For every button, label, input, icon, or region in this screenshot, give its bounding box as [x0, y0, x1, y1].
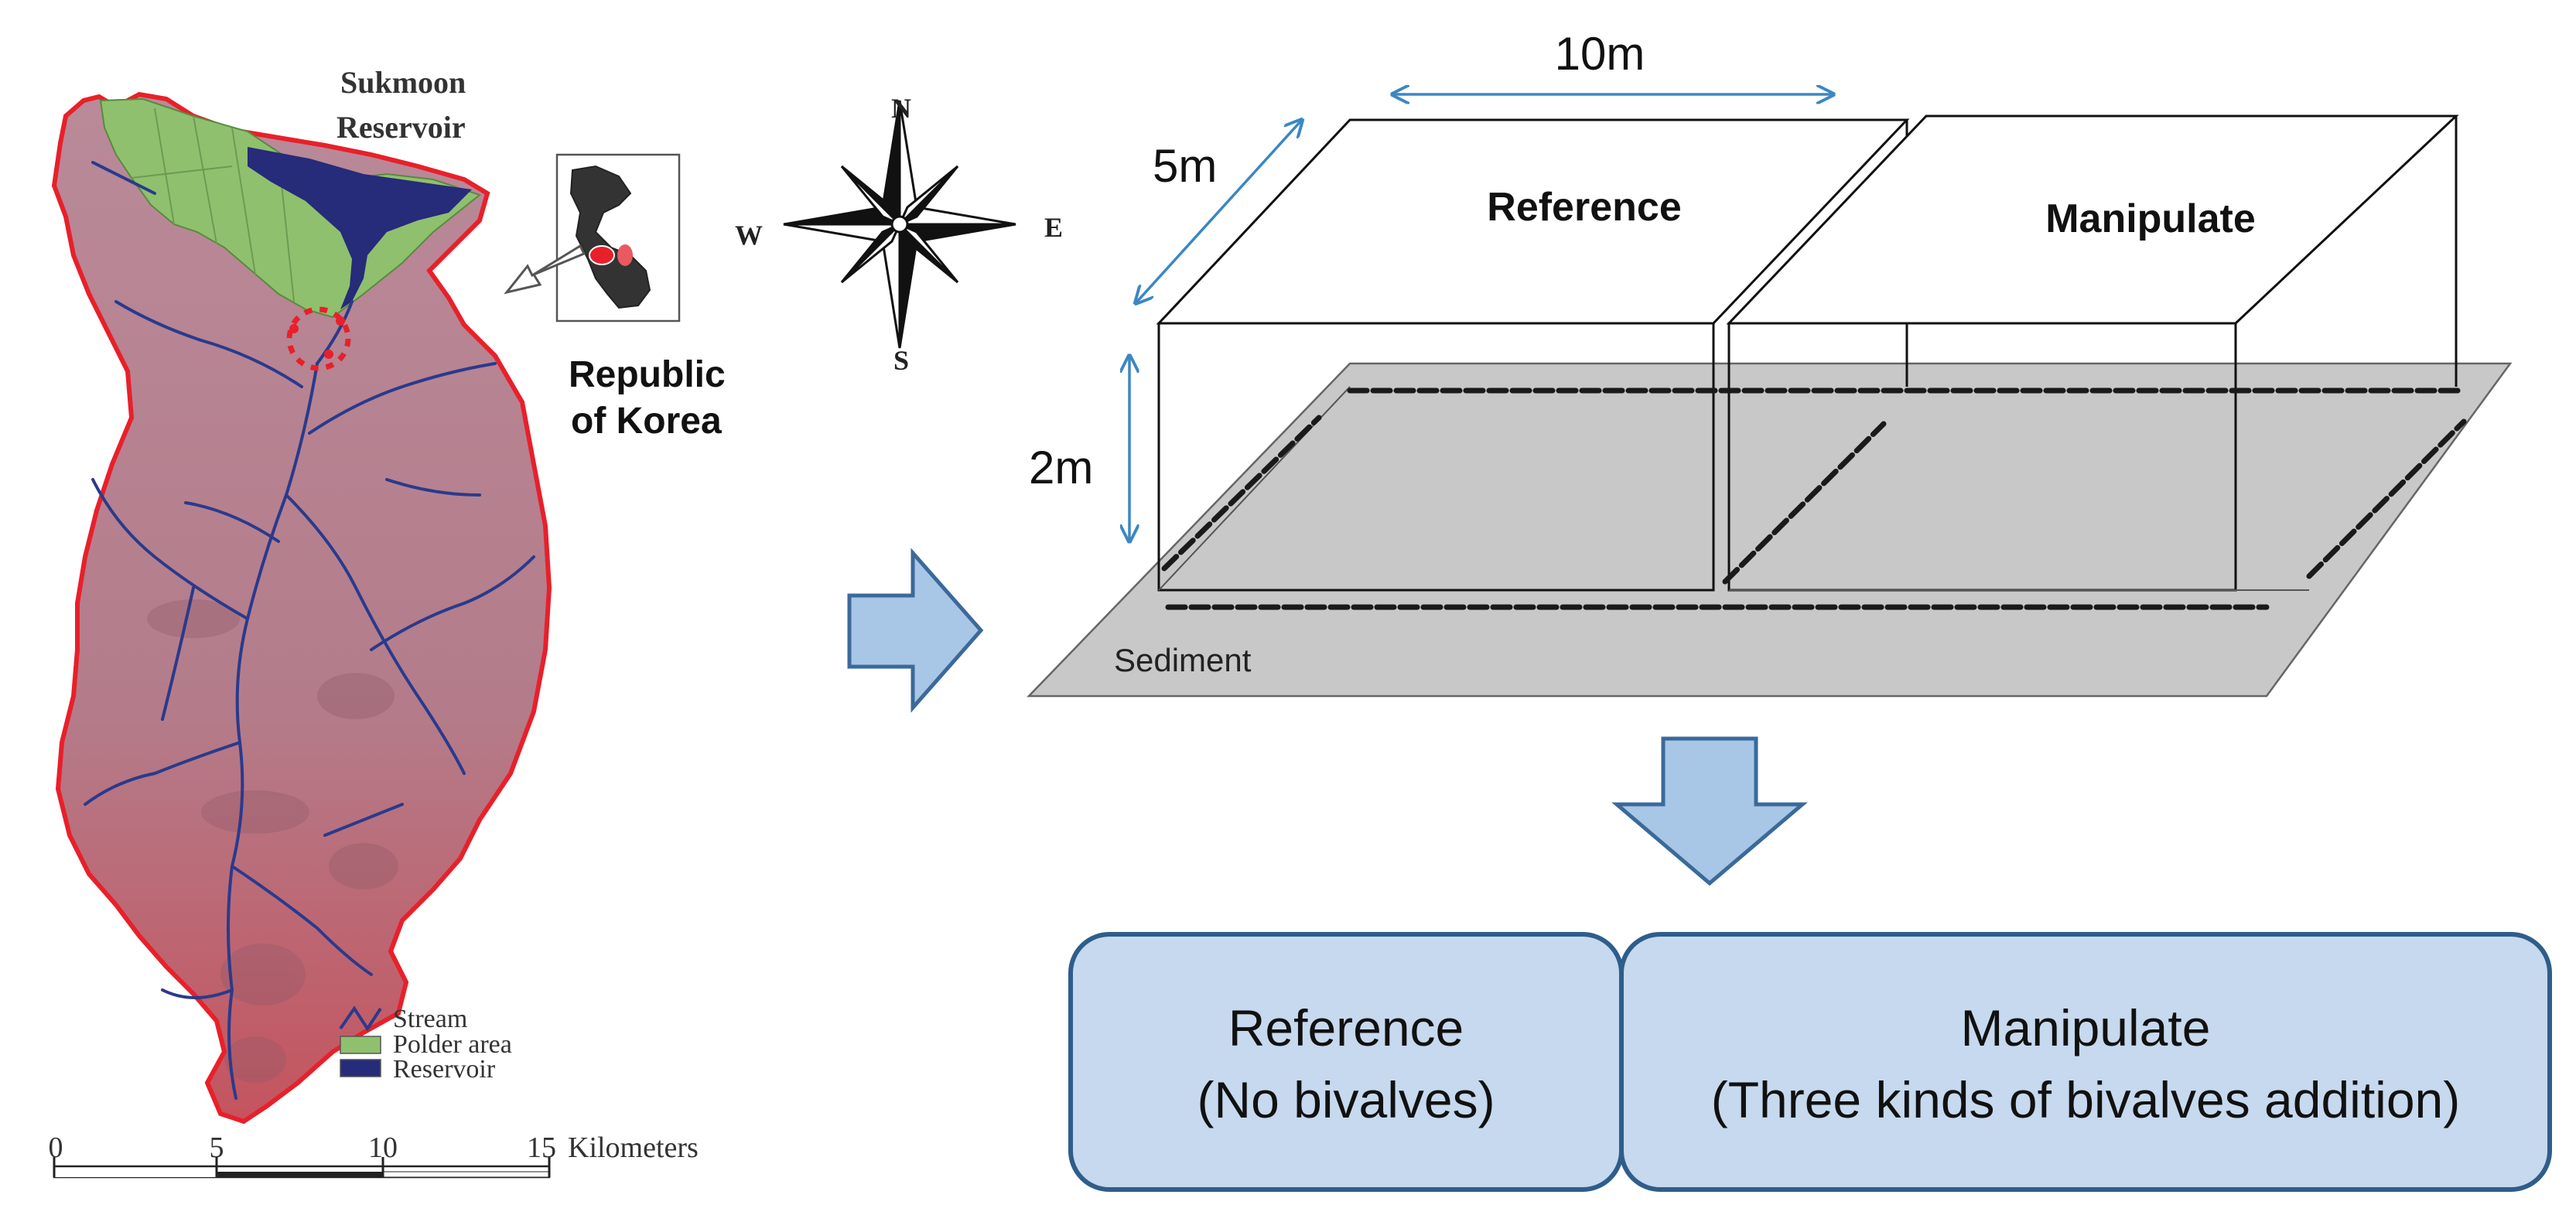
compass-north: N [891, 93, 911, 124]
compass-rose [783, 100, 1016, 349]
treatment-reference-title: Reference [1228, 999, 1464, 1056]
anchor-chains [1161, 387, 2467, 610]
legend-reservoir: Reservoir [340, 1055, 496, 1084]
reservoir-area [248, 147, 472, 309]
country-label-line1: Republic [569, 354, 726, 395]
width-dimension-arrow [1136, 120, 1302, 303]
treatment-manipulate-box [1619, 932, 2552, 1192]
legend-polder-label: Polder area [393, 1030, 512, 1059]
dimension-arrows [1129, 94, 1833, 541]
country-label-line2: of Korea [571, 401, 722, 442]
compass-west: W [735, 220, 763, 251]
scale-tick-15: 15 [527, 1132, 556, 1164]
korea-inset-site [589, 245, 615, 265]
map-legend: Stream Polder area Reservoir [339, 1005, 512, 1084]
korea-inset-map [569, 165, 651, 309]
korea-inset-site-2 [617, 244, 633, 266]
enclosure-diagram: Sediment Reference Manipulate [1027, 28, 2513, 698]
study-site-dots [289, 316, 345, 359]
width-dimension-label: 5m [1153, 140, 1217, 192]
scale-bar: 0 5 10 15 Kilometers [49, 1132, 699, 1179]
treatment-reference-detail: (No bivalves) [1197, 1071, 1495, 1128]
reservoir-label-line2: Reservoir [337, 110, 466, 145]
stream-legend-icon [339, 1005, 382, 1032]
treatment-reference-box [1068, 932, 1624, 1192]
study-site-marker [286, 306, 351, 371]
inset-pointer-arrow [504, 244, 586, 295]
legend-stream: Stream [339, 1005, 467, 1033]
scale-tick-5: 5 [210, 1132, 224, 1164]
treatment-manipulate: Manipulate (Three kinds of bivalves addi… [1619, 932, 2552, 1192]
sediment-plane [1027, 362, 2513, 698]
compass-east: E [1044, 212, 1063, 243]
reservoir-legend-swatch [340, 1059, 381, 1077]
treatment-manipulate-detail: (Three kinds of bivalves addition) [1711, 1071, 2460, 1128]
stream-network [84, 161, 535, 1100]
flow-arrow-right [847, 548, 984, 713]
reference-enclosure [1156, 118, 1910, 592]
length-dimension-label: 10m [1555, 28, 1645, 80]
reference-box-label: Reference [1487, 185, 1681, 230]
flow-arrow-down [1611, 736, 1808, 886]
treatment-manipulate-title: Manipulate [1961, 999, 2211, 1056]
watershed-map: Sukmoon Reservoir Republic of Korea [49, 65, 1063, 1179]
treatment-boxes: Reference (No bivalves) Manipulate (Thre… [1068, 932, 2552, 1192]
manipulate-enclosure [1726, 114, 2459, 592]
reservoir-label-line1: Sukmoon [340, 65, 466, 100]
manipulate-box-label: Manipulate [2045, 196, 2256, 241]
terrain-relief [147, 599, 398, 1083]
legend-stream-label: Stream [393, 1005, 467, 1033]
polder-legend-swatch [340, 1036, 381, 1054]
legend-polder: Polder area [340, 1030, 512, 1059]
watershed-terrain [51, 91, 552, 1125]
scale-tick-10: 10 [368, 1132, 398, 1164]
scale-tick-0: 0 [49, 1132, 63, 1164]
sediment-label: Sediment [1114, 642, 1252, 678]
compass-south: S [893, 345, 909, 376]
legend-reservoir-label: Reservoir [393, 1055, 496, 1084]
height-dimension-label: 2m [1029, 442, 1093, 493]
scale-unit: Kilometers [568, 1132, 699, 1164]
treatment-reference: Reference (No bivalves) [1068, 932, 1624, 1192]
